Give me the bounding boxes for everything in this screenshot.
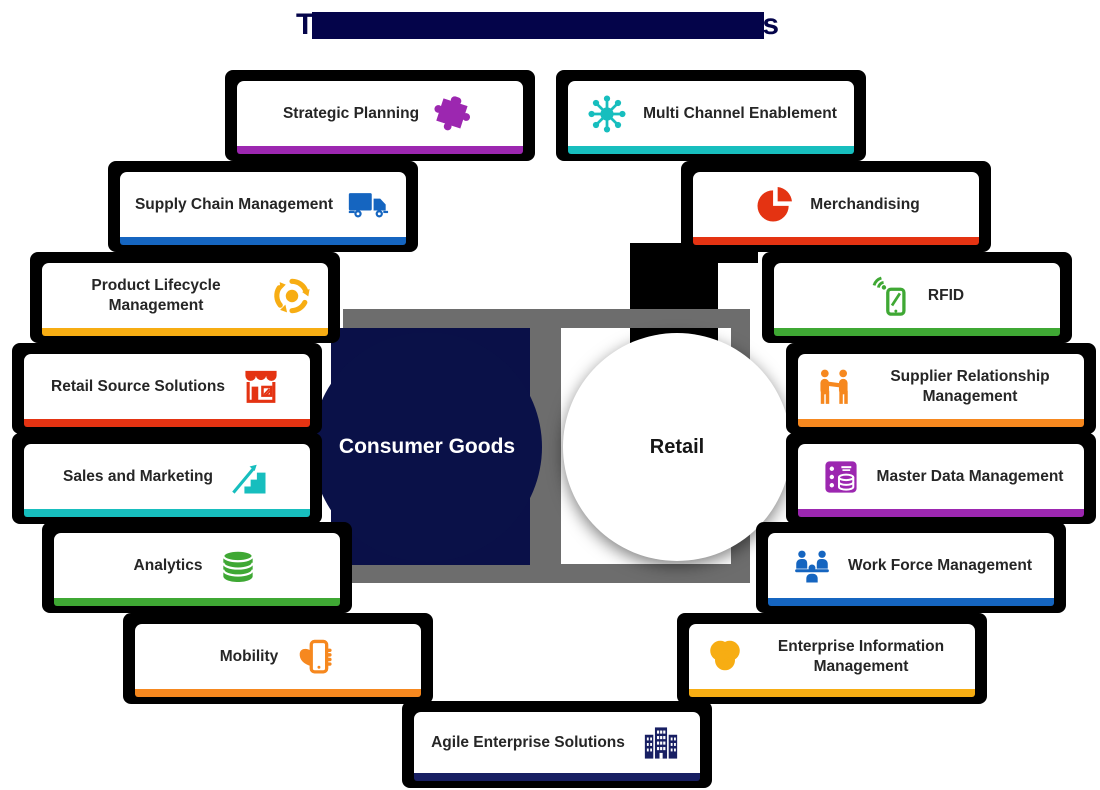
service-box-label: Mobility xyxy=(219,647,279,665)
service-box-mobility: Mobility xyxy=(123,613,433,704)
accent-bar xyxy=(135,689,421,697)
service-box-label: Master Data Management xyxy=(876,467,1064,485)
accent-bar xyxy=(24,419,310,427)
accent-bar xyxy=(768,598,1054,606)
service-box-inner: Enterprise Information Management xyxy=(689,624,975,689)
team-icon xyxy=(790,544,834,588)
service-box-inner: Merchandising xyxy=(693,172,979,237)
title-last-letter: s xyxy=(762,8,780,41)
service-box-label: Multi Channel Enablement xyxy=(643,104,837,122)
service-box-agile-enterprise-solutions: Agile Enterprise Solutions xyxy=(402,701,712,788)
service-box-retail-source-solutions: Retail Source Solutions xyxy=(12,343,322,434)
mobile-hand-icon xyxy=(292,635,336,679)
title-first-letter: T xyxy=(296,8,315,41)
service-box-inner: Supply Chain Management xyxy=(120,172,406,237)
accent-bar xyxy=(42,328,328,336)
retail-circle: Retail xyxy=(563,333,791,561)
accent-bar xyxy=(24,509,310,517)
accent-bar xyxy=(120,237,406,245)
pie-chart-icon xyxy=(752,183,796,227)
database-icon xyxy=(216,544,260,588)
service-box-label: Retail Source Solutions xyxy=(51,377,225,395)
service-box-inner: Work Force Management xyxy=(768,533,1054,598)
service-box-master-data-management: Master Data Management xyxy=(786,433,1096,524)
service-box-inner: Mobility xyxy=(135,624,421,689)
service-box-multi-channel-enablement: Multi Channel Enablement xyxy=(556,70,866,161)
service-box-label: Merchandising xyxy=(810,195,920,213)
service-box-analytics: Analytics xyxy=(42,522,352,613)
network-hub-icon xyxy=(585,92,629,136)
service-box-label: Analytics xyxy=(133,556,203,574)
accent-bar xyxy=(798,419,1084,427)
service-box-enterprise-information-management: Enterprise Information Management xyxy=(677,613,987,704)
service-box-inner: Product Lifecycle Management xyxy=(42,263,328,328)
service-box-inner: Sales and Marketing xyxy=(24,444,310,509)
service-box-label: RFID xyxy=(927,286,965,304)
consumer-goods-label: Consumer Goods xyxy=(338,435,516,458)
service-box-inner: Strategic Planning xyxy=(237,81,523,146)
service-box-inner: Master Data Management xyxy=(798,444,1084,509)
growth-stairs-icon xyxy=(227,455,271,499)
storefront-icon xyxy=(239,365,283,409)
service-box-label: Agile Enterprise Solutions xyxy=(431,733,625,751)
lifecycle-sync-icon xyxy=(270,274,314,318)
accent-bar xyxy=(237,146,523,154)
retail-label: Retail xyxy=(649,435,705,458)
accent-bar xyxy=(414,773,700,781)
accent-bar xyxy=(568,146,854,154)
service-box-inner: Analytics xyxy=(54,533,340,598)
service-box-merchandising: Merchandising xyxy=(681,161,991,252)
service-box-inner: Supplier Relationship Management xyxy=(798,354,1084,419)
accent-bar xyxy=(693,237,979,245)
service-box-inner: Retail Source Solutions xyxy=(24,354,310,419)
service-box-supply-chain-management: Supply Chain Management xyxy=(108,161,418,252)
service-box-product-lifecycle-management: Product Lifecycle Management xyxy=(30,252,340,343)
service-box-sales-and-marketing: Sales and Marketing xyxy=(12,433,322,524)
server-database-icon xyxy=(819,455,863,499)
accent-bar xyxy=(774,328,1060,336)
page-title: T s xyxy=(296,8,779,42)
service-box-rfid: RFID xyxy=(762,252,1072,343)
service-box-label: Product Lifecycle Management xyxy=(91,277,221,314)
truck-icon xyxy=(347,183,391,227)
buildings-icon xyxy=(639,721,683,765)
service-box-inner: Multi Channel Enablement xyxy=(568,81,854,146)
service-box-label: Sales and Marketing xyxy=(63,467,213,485)
rfid-device-icon xyxy=(870,274,914,318)
service-box-work-force-management: Work Force Management xyxy=(756,522,1066,613)
accent-bar xyxy=(54,598,340,606)
service-box-strategic-planning: Strategic Planning xyxy=(225,70,535,161)
title-redaction-bar xyxy=(312,11,765,39)
consumer-goods-circle: Consumer Goods xyxy=(312,332,542,562)
service-box-label: Work Force Management xyxy=(847,556,1033,574)
accent-bar xyxy=(798,509,1084,517)
service-box-inner: RFID xyxy=(774,263,1060,328)
accent-bar xyxy=(689,689,975,697)
service-box-label: Enterprise Information Management xyxy=(777,638,945,675)
service-box-supplier-relationship-management: Supplier Relationship Management xyxy=(786,343,1096,434)
service-box-label: Supplier Relationship Management xyxy=(890,368,1050,405)
service-box-label: Strategic Planning xyxy=(282,104,420,122)
service-box-label: Supply Chain Management xyxy=(134,195,334,213)
venn-circles-icon xyxy=(703,635,747,679)
handshake-people-icon xyxy=(812,365,856,409)
puzzle-icon xyxy=(427,86,482,141)
service-box-inner: Agile Enterprise Solutions xyxy=(414,712,700,773)
